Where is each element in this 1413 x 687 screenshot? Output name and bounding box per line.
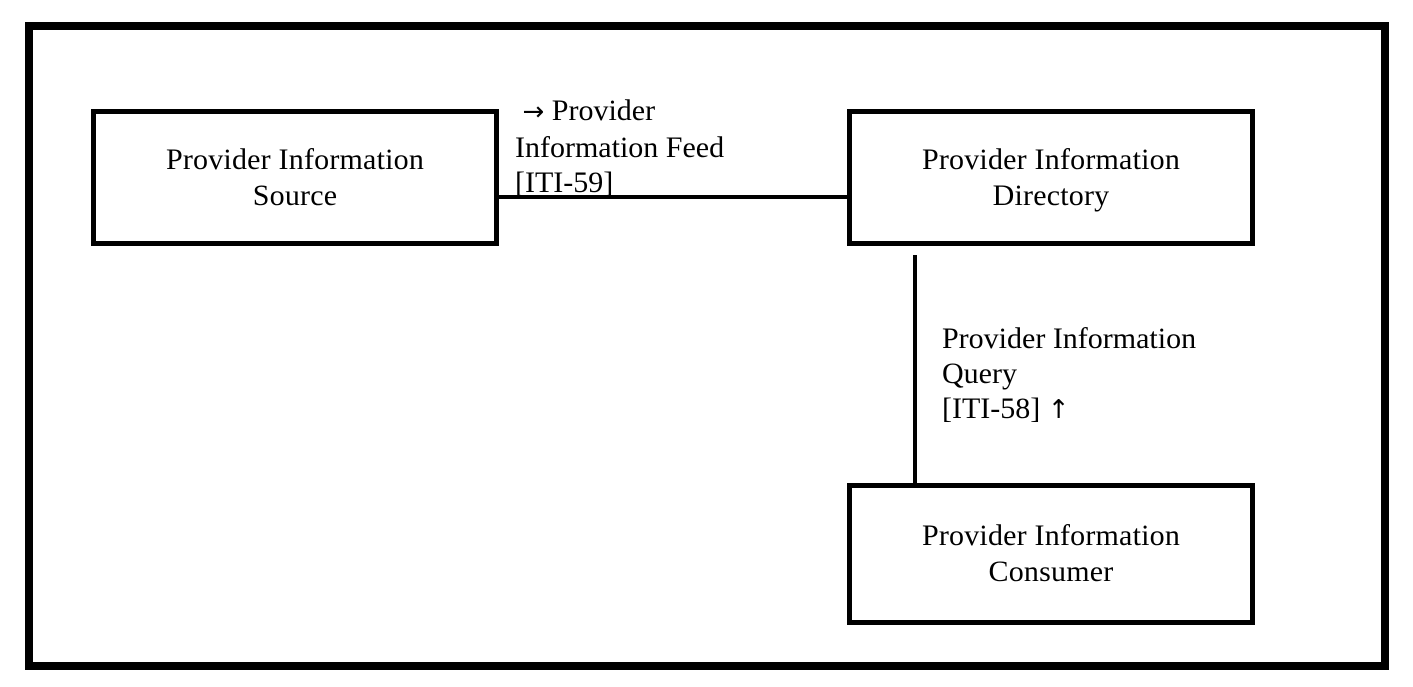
actor-provider-information-source: Provider Information Source xyxy=(91,109,499,246)
feed-label-row-1: → Provider xyxy=(515,93,724,130)
feed-connector xyxy=(497,195,850,199)
actor-provider-information-directory: Provider Information Directory xyxy=(847,109,1255,246)
feed-label-line-1: Provider xyxy=(551,94,656,127)
query-label-line-1: Provider Information xyxy=(942,322,1197,355)
up-arrow-icon: ↑ xyxy=(1047,395,1070,425)
diagram-frame xyxy=(25,22,1389,670)
feed-label-line-2: Information Feed xyxy=(515,131,725,164)
transaction-feed-label: → Provider Information Feed [ITI-59] xyxy=(515,93,724,200)
query-label-line-2: Query xyxy=(942,357,1017,390)
query-connector xyxy=(913,255,917,487)
actor-consumer-label: Provider Information Consumer xyxy=(921,519,1181,588)
transaction-query-label: Provider Information Query [ITI-58] ↑ xyxy=(942,321,1196,428)
feed-label-line-3: [ITI-59] xyxy=(515,166,614,199)
right-arrow-icon: → xyxy=(522,97,545,127)
actor-source-label: Provider Information Source xyxy=(165,142,425,212)
actor-provider-information-consumer: Provider Information Consumer xyxy=(847,483,1255,625)
actor-directory-label: Provider Information Directory xyxy=(921,142,1181,212)
query-label-row-3: [ITI-58] ↑ xyxy=(942,391,1196,428)
query-label-line-3: [ITI-58] xyxy=(942,392,1041,425)
